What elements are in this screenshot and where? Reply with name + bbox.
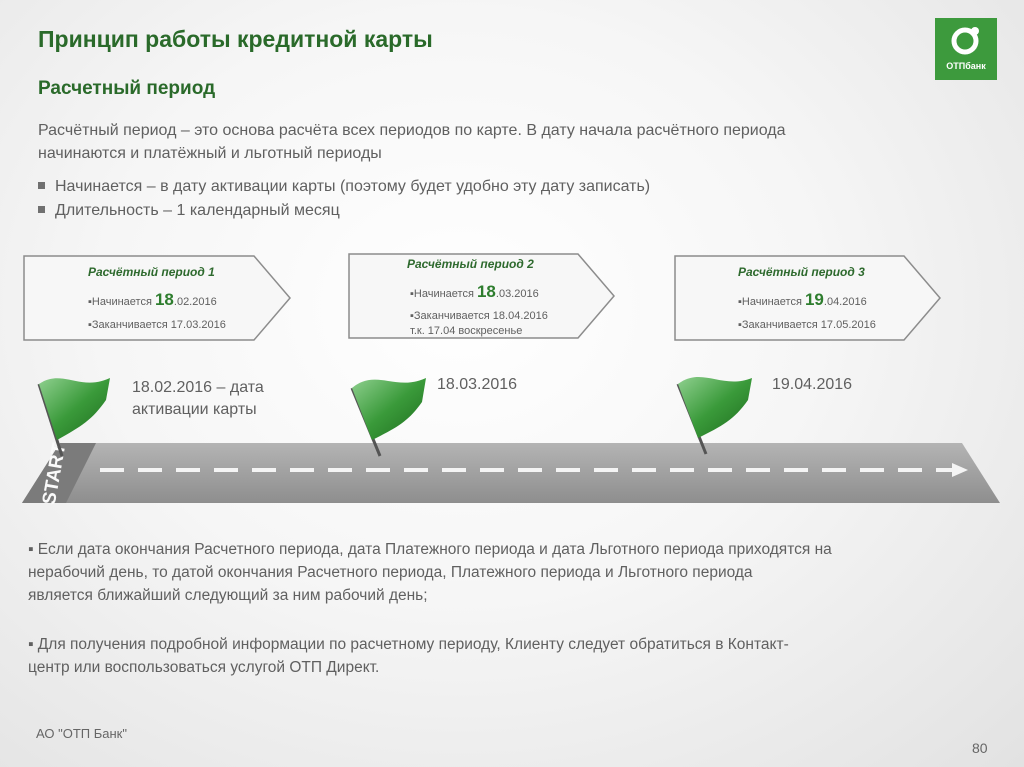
period-card-1-shape	[23, 255, 291, 341]
start-rest: .03.2016	[495, 288, 539, 300]
footer-company: АО "ОТП Банк"	[36, 726, 127, 741]
page-title: Принцип работы кредитной карты	[38, 26, 433, 52]
flag-icon	[676, 377, 752, 455]
note-line: является ближайший следующий за ним рабо…	[28, 587, 428, 604]
start-strip	[22, 443, 96, 503]
note-line: ▪ Если дата окончания Расчетного периода…	[28, 541, 832, 558]
bullet-square-icon	[38, 206, 45, 213]
start-day: 18	[476, 282, 496, 301]
timeline-date-2: 18.03.2016	[437, 376, 518, 393]
note-line: центр или воспользоваться услугой ОТП Ди…	[28, 659, 380, 676]
note-line: нерабочий день, то датой окончания Расче…	[28, 564, 753, 581]
period-card-1-end: ▪Заканчивается 17.03.2016	[88, 319, 226, 331]
intro-paragraph: Расчётный период – это основа расчёта вс…	[38, 119, 938, 165]
period-card-3-shape	[674, 255, 941, 341]
intro-line: начинаются и платёжный и льготный период…	[38, 145, 382, 162]
period-card-3-title: Расчётный период 3	[738, 265, 865, 279]
road-surface	[22, 443, 1000, 503]
page-number: 80	[972, 740, 988, 756]
start-rest: .02.2016	[173, 296, 217, 308]
start-prefix: ▪Начинается	[738, 296, 805, 308]
note-paragraph-2: ▪ Для получения подробной информации по …	[28, 633, 988, 679]
flag-icon	[37, 378, 110, 457]
road-arrow-icon	[952, 463, 968, 477]
period-card-2-shape	[348, 253, 615, 339]
period-card-2-end: ▪Заканчивается 18.04.2016	[410, 310, 548, 322]
intro-line: Расчётный период – это основа расчёта вс…	[38, 122, 786, 139]
bullet-text: Начинается – в дату активации карты (поэ…	[55, 178, 651, 195]
flag-icon	[350, 378, 426, 457]
otp-logo-icon	[951, 27, 979, 55]
period-card-2-note: т.к. 17.04 воскресенье	[410, 325, 523, 337]
page-subtitle: Расчетный период	[38, 78, 216, 99]
period-card-1-start: ▪Начинается 18.02.2016	[88, 290, 217, 310]
start-day: 18	[154, 290, 174, 309]
period-card-2-start: ▪Начинается 18.03.2016	[410, 282, 539, 302]
note-paragraph-1: ▪ Если дата окончания Расчетного периода…	[28, 538, 988, 607]
note-line: ▪ Для получения подробной информации по …	[28, 636, 789, 653]
otp-bank-logo: ОТПбанк	[935, 18, 997, 80]
start-prefix: ▪Начинается	[88, 296, 155, 308]
start-day: 19	[804, 290, 824, 309]
start-rest: .04.2016	[823, 296, 867, 308]
start-prefix: ▪Начинается	[410, 288, 477, 300]
logo-text: ОТПбанк	[946, 61, 986, 71]
period-card-1-title: Расчётный период 1	[88, 265, 215, 279]
bullet-item: Длительность – 1 календарный месяц	[38, 202, 340, 220]
period-card-3-end: ▪Заканчивается 17.05.2016	[738, 319, 876, 331]
timeline-date-3: 19.04.2016	[772, 376, 853, 393]
bullet-text: Длительность – 1 календарный месяц	[55, 202, 340, 219]
bullet-item: Начинается – в дату активации карты (поэ…	[38, 178, 650, 196]
period-card-2-title: Расчётный период 2	[407, 257, 534, 271]
date-line: активации карты	[132, 401, 257, 418]
date-line: 18.02.2016 – дата	[132, 379, 264, 396]
bullet-square-icon	[38, 182, 45, 189]
timeline-date-1: 18.02.2016 – дата активации карты	[132, 377, 264, 421]
period-card-3-start: ▪Начинается 19.04.2016	[738, 290, 867, 310]
